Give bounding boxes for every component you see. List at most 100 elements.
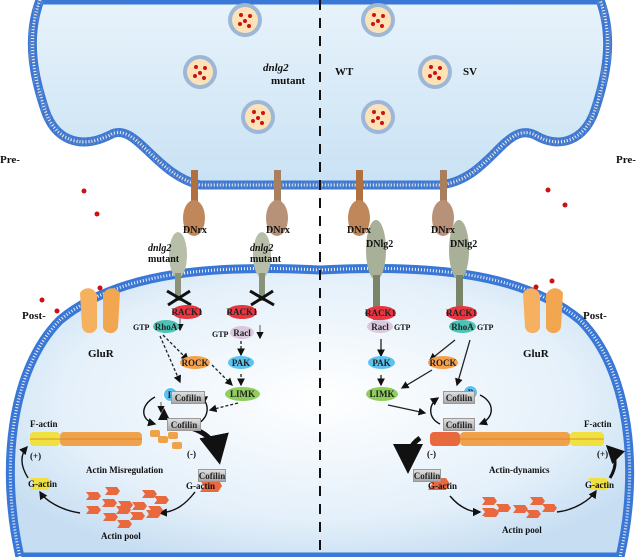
rac1-node: Racl (230, 326, 254, 339)
big-arrow (393, 435, 424, 474)
g-actin-monomer (588, 478, 610, 490)
left-f-actin-filament (30, 430, 182, 449)
rack1-node: RACK1 (446, 306, 477, 320)
cofilin-box: Cofilin (198, 469, 226, 482)
mutant-label: mutant (271, 75, 306, 87)
right-pathway-arrows (377, 339, 471, 416)
dnrx-label: DNrx (266, 225, 290, 236)
rock-node: ROCK (428, 356, 458, 369)
actin-monomer (513, 505, 528, 513)
gtp-label: GTP (133, 323, 150, 332)
actin-pool-label: Actin pool (101, 531, 141, 541)
minus-label: (-) (427, 449, 436, 459)
plus-label: (+) (30, 451, 42, 461)
pak-node: PAK (228, 356, 254, 369)
process-label: Actin-dynamics (489, 465, 550, 475)
glur-label-right: GluR (523, 348, 549, 360)
blocked-cross-icon (166, 289, 275, 307)
g-actin-label: G-actin (585, 480, 614, 490)
wt-label: WT (335, 66, 354, 78)
vesicle (228, 3, 262, 37)
vesicle (361, 100, 395, 134)
right-actin-cycle (449, 444, 625, 517)
rhoa-node: RhoA (153, 320, 179, 333)
cofilin-box: Cofilin (443, 418, 475, 431)
actin-monomer (103, 513, 118, 521)
actin-monomer (86, 492, 101, 500)
process-label: Actin Misregulation (86, 465, 164, 475)
actin-monomer (117, 520, 132, 528)
dnlg2-mutant-italic: dnlg2 (148, 243, 172, 254)
dnlg2-mutant-label: mutant (250, 254, 282, 265)
f-actin-label: F-actin (30, 419, 58, 429)
gtp-label: GTP (394, 323, 411, 332)
g-actin-monomer (30, 478, 52, 490)
pre-label-right: Pre- (616, 154, 636, 166)
limk-node: LIMK (225, 387, 260, 401)
post-label-right: Post- (583, 310, 607, 322)
rhoa-node: RhoA (449, 320, 476, 333)
pak-node: PAK (368, 356, 395, 369)
sv-label: SV (463, 66, 478, 78)
actin-monomer (482, 497, 497, 505)
cofilin-box: Cofilin (413, 469, 441, 482)
glur-receptor-left (80, 288, 120, 334)
dnlg2-mutant-italic: dnlg2 (250, 243, 274, 254)
actin-monomer (542, 504, 557, 512)
right-f-actin-filament (430, 432, 604, 446)
wt-mutant-italic: dnlg2 (263, 62, 289, 74)
cofilin-p-box: Cofilin (443, 391, 475, 404)
minus-label: (-) (187, 449, 196, 459)
rack1-node: RACK1 (226, 305, 258, 319)
post-label-left: Post- (22, 310, 46, 322)
f-actin-label: F-actin (584, 419, 612, 429)
right-actin-pool (482, 497, 557, 518)
actin-monomer (86, 506, 101, 514)
rack1-node: RACK1 (365, 306, 396, 320)
g-actin-bound-label: G-actin (186, 481, 215, 491)
actin-monomer (526, 510, 541, 518)
plus-label: (+) (597, 449, 609, 459)
dnrx-proteins (183, 170, 454, 236)
glur-receptor-right (523, 288, 563, 334)
actin-monomer (154, 496, 169, 504)
rac1-node: Racl (367, 320, 393, 333)
actin-monomer (530, 497, 545, 505)
dnlg2-mutant-label: mutant (148, 254, 180, 265)
postsynaptic-terminal (5, 263, 635, 557)
actin-monomer (146, 510, 161, 518)
dnrx-label: DNrx (347, 225, 371, 236)
dnrx-label: DNrx (183, 225, 207, 236)
left-actin-cycle (19, 445, 196, 517)
actin-monomer (116, 506, 131, 514)
actin-monomer (102, 499, 117, 507)
rock-node: ROCK (180, 356, 210, 369)
cofilin-box: Cofilin (167, 418, 201, 431)
vesicle (241, 100, 275, 134)
dnrx-label: DNrx (431, 225, 455, 236)
gtp-label: GTP (212, 330, 229, 339)
pre-label-left: Pre- (0, 154, 20, 166)
actin-monomer (105, 487, 120, 495)
vesicle (361, 3, 395, 37)
actin-monomer (130, 512, 145, 520)
gtp-label: GTP (477, 323, 494, 332)
rack1-node: RACK1 (171, 305, 203, 319)
actin-monomer (132, 502, 147, 510)
glur-label-left: GluR (88, 348, 114, 360)
dnlg2-label: DNlg2 (450, 239, 478, 250)
cofilin-p-box: Cofilin (171, 391, 205, 404)
actin-monomer (496, 504, 511, 512)
actin-pool-label: Actin pool (502, 525, 542, 535)
left-pathway-arrows (159, 334, 245, 413)
left-actin-pool (86, 487, 169, 528)
vesicle (418, 55, 452, 89)
actin-monomer (484, 509, 499, 517)
dnlg2-proteins (169, 220, 469, 320)
limk-node: LIMK (366, 387, 398, 401)
right-cofilin-cycle (429, 394, 492, 426)
actin-monomer (142, 490, 157, 498)
g-actin-bound-label: G-actin (428, 481, 457, 491)
